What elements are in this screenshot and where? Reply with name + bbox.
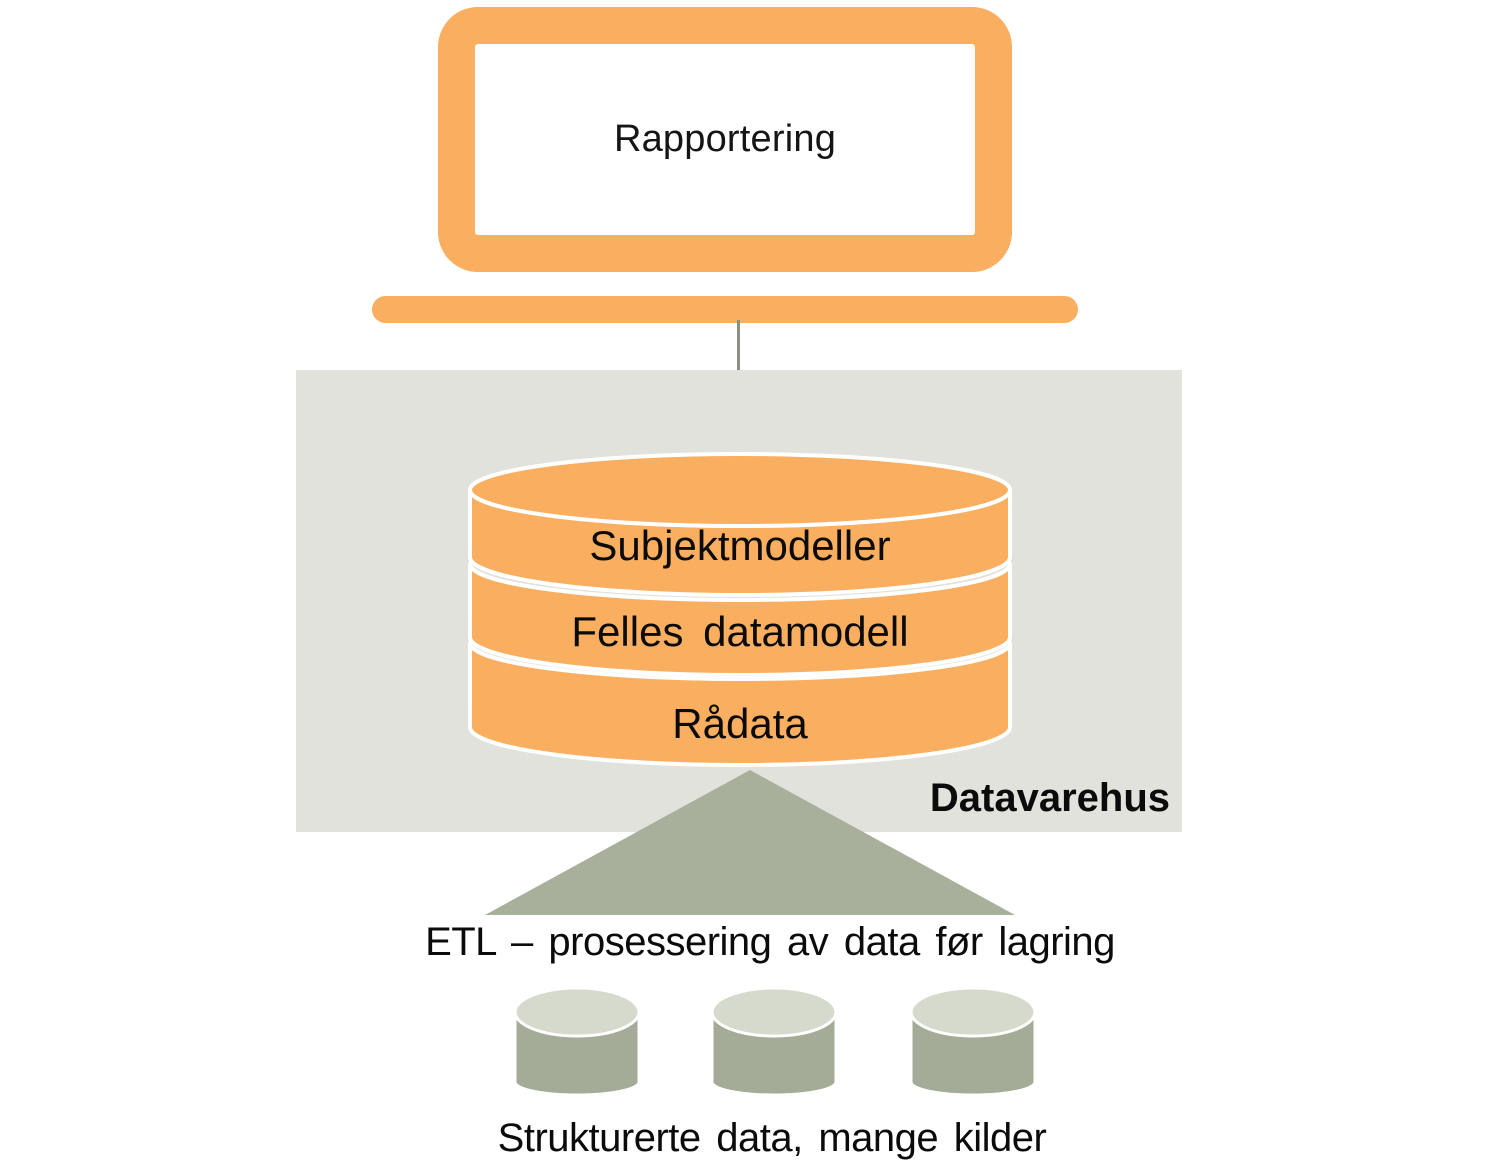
triangle-shape: [485, 770, 1015, 915]
cylinder-top: [710, 986, 838, 1038]
cylinder-top: [909, 986, 1037, 1038]
source-cylinder-1: [513, 986, 641, 1097]
laptop-screen: Rapportering: [438, 7, 1012, 272]
cylinder-top: [513, 986, 641, 1038]
db-layer-raadata: [468, 641, 1012, 767]
laptop-base: [372, 296, 1078, 323]
etl-triangle-icon: [485, 770, 1015, 915]
db-layer-felles: [468, 562, 1012, 677]
etl-caption: ETL – prosessering av data før lagring: [425, 920, 1115, 964]
warehouse-title: Datavarehus: [929, 776, 1170, 820]
database-cylinder-stack: Subjektmodeller Felles datamodell Rådata: [468, 452, 1012, 767]
source-cylinder-3: [909, 986, 1037, 1097]
reporting-label: Rapportering: [613, 118, 837, 160]
source-cylinder-2: [710, 986, 838, 1097]
db-top-ellipse: [468, 452, 1012, 528]
db-layer-label-raadata: Rådata: [672, 700, 808, 747]
db-layer-label-subjektmodeller: Subjektmodeller: [589, 522, 890, 569]
db-layer-label-felles-datamodell: Felles datamodell: [571, 608, 908, 655]
sources-caption: Strukturerte data, mange kilder: [497, 1116, 1047, 1160]
